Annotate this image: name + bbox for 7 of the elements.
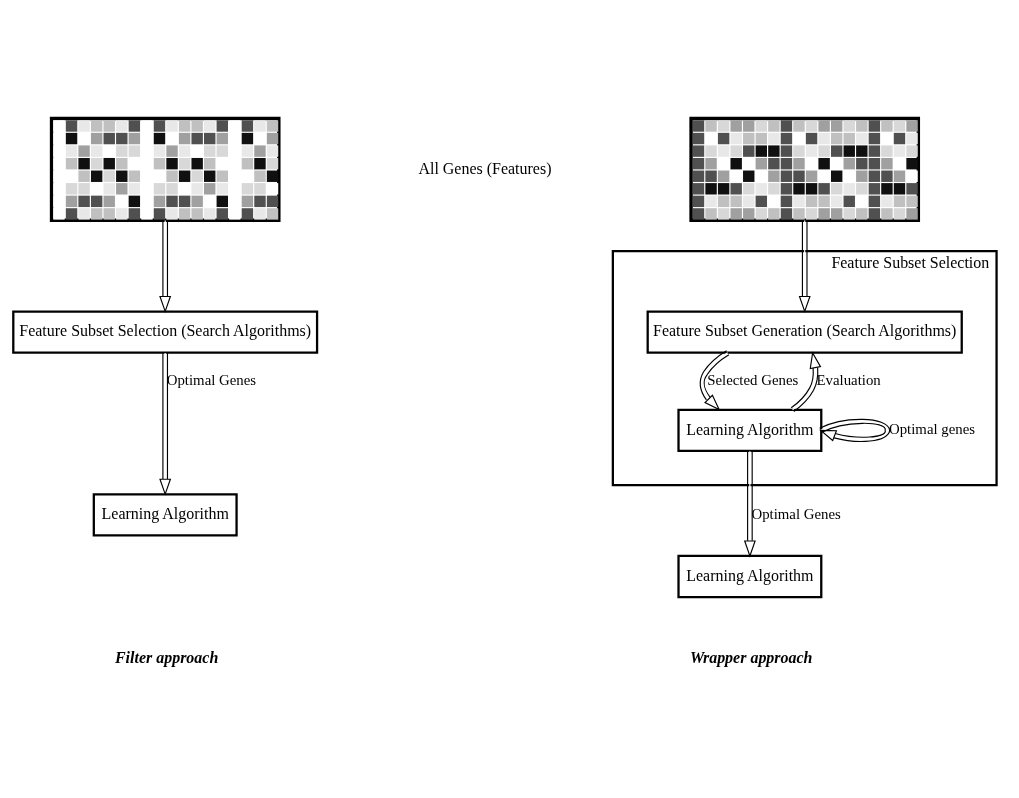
label: Wrapper approach [689,648,813,666]
label: All Genes (Features) [418,159,552,177]
label: Filter approach [114,648,219,666]
edge-label: Optimal Genes [166,371,257,388]
edge-label: Evaluation [816,371,881,388]
edge-label: Optimal genes [889,420,976,437]
edge-label: Selected Genes [707,371,799,388]
